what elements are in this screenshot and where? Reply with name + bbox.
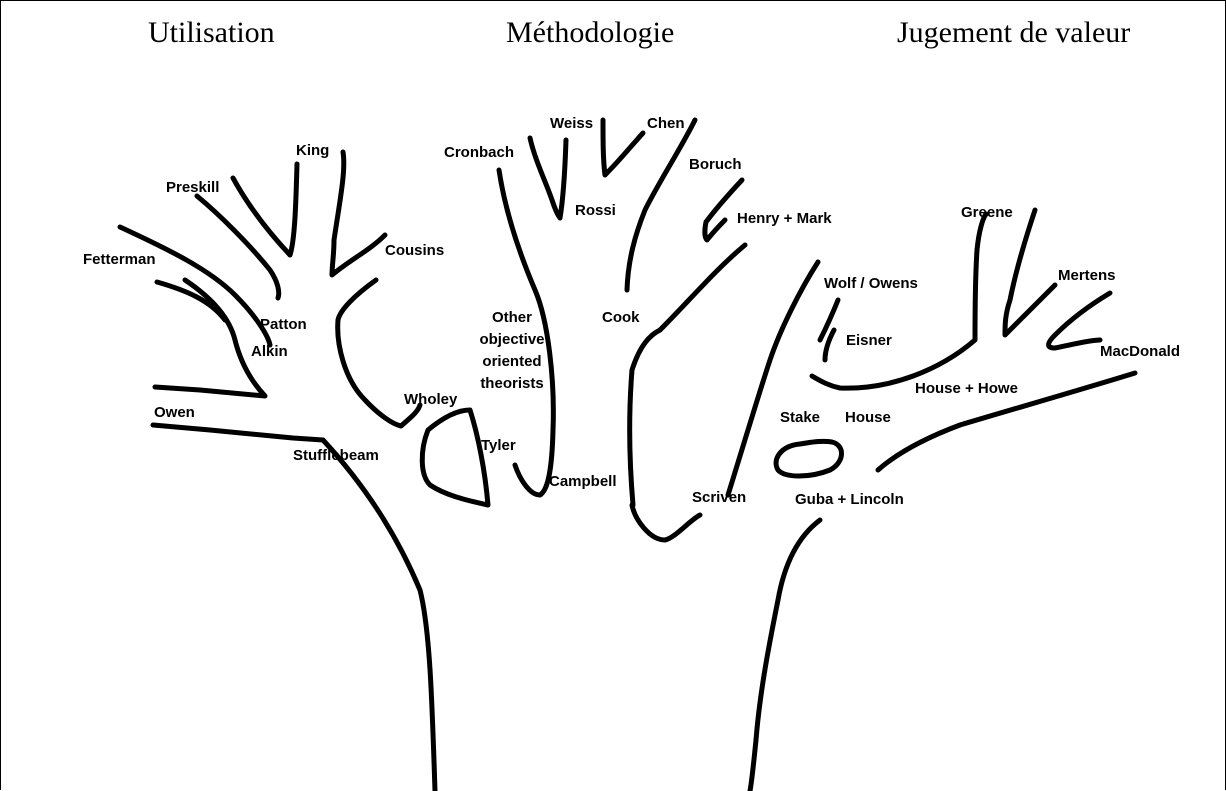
methodology-chen-branch [627, 120, 695, 290]
methodology-cronbach-branch [530, 138, 566, 218]
label-other-objective-oriented-theorists: Other objective oriented theorists [472, 307, 552, 395]
label-house: House [845, 410, 891, 425]
label-cook: Cook [602, 310, 640, 325]
label-stufflebeam: Stufflebeam [293, 448, 379, 463]
label-preskill: Preskill [166, 180, 219, 195]
label-wolf-owens: Wolf / Owens [824, 276, 918, 291]
utilisation-stufflebeam-branch [153, 425, 323, 440]
utilisation-fetterman-branch [157, 282, 225, 320]
label-scriven: Scriven [692, 490, 746, 505]
utilisation-owen-branch [155, 280, 265, 396]
judgment-stake-house-loop [776, 441, 841, 476]
label-eisner: Eisner [846, 333, 892, 348]
label-mertens: Mertens [1058, 268, 1116, 283]
label-wholey: Wholey [404, 392, 457, 407]
label-chen: Chen [647, 116, 685, 131]
utilisation-patton-branch [197, 196, 279, 298]
label-king: King [296, 143, 329, 158]
label-greene: Greene [961, 205, 1013, 220]
label-cousins: Cousins [385, 243, 444, 258]
judgment-greene-branch [1005, 210, 1055, 335]
judgment-wolf-owens-branch [820, 300, 838, 340]
label-alkin: Alkin [251, 344, 288, 359]
label-patton: Patton [260, 317, 307, 332]
label-cronbach: Cronbach [444, 145, 514, 160]
label-henry-mark: Henry + Mark [737, 211, 832, 226]
methodology-tyler-branch [422, 410, 488, 505]
utilisation-cousins-branch [332, 152, 385, 275]
methodology-henry-mark-right [728, 262, 818, 495]
label-fetterman: Fetterman [83, 252, 156, 267]
methodology-scriven-branch [630, 330, 660, 505]
methodology-cook-branch [632, 505, 700, 540]
label-stake: Stake [780, 410, 820, 425]
label-rossi: Rossi [575, 203, 616, 218]
utilisation-trunk-right [323, 440, 435, 791]
judgment-trunk [750, 520, 820, 791]
methodology-weiss-branch [603, 120, 643, 175]
label-weiss: Weiss [550, 116, 593, 131]
label-campbell: Campbell [549, 474, 617, 489]
label-owen: Owen [154, 405, 195, 420]
label-guba-lincoln: Guba + Lincoln [795, 492, 904, 507]
judgment-eisner-branch [825, 330, 834, 360]
methodology-henry-mark-branch [660, 245, 745, 330]
label-house-howe: House + Howe [915, 381, 1018, 396]
judgment-mertens-branch [1049, 293, 1110, 348]
label-tyler: Tyler [481, 438, 516, 453]
label-boruch: Boruch [689, 157, 742, 172]
label-macdonald: MacDonald [1100, 344, 1180, 359]
